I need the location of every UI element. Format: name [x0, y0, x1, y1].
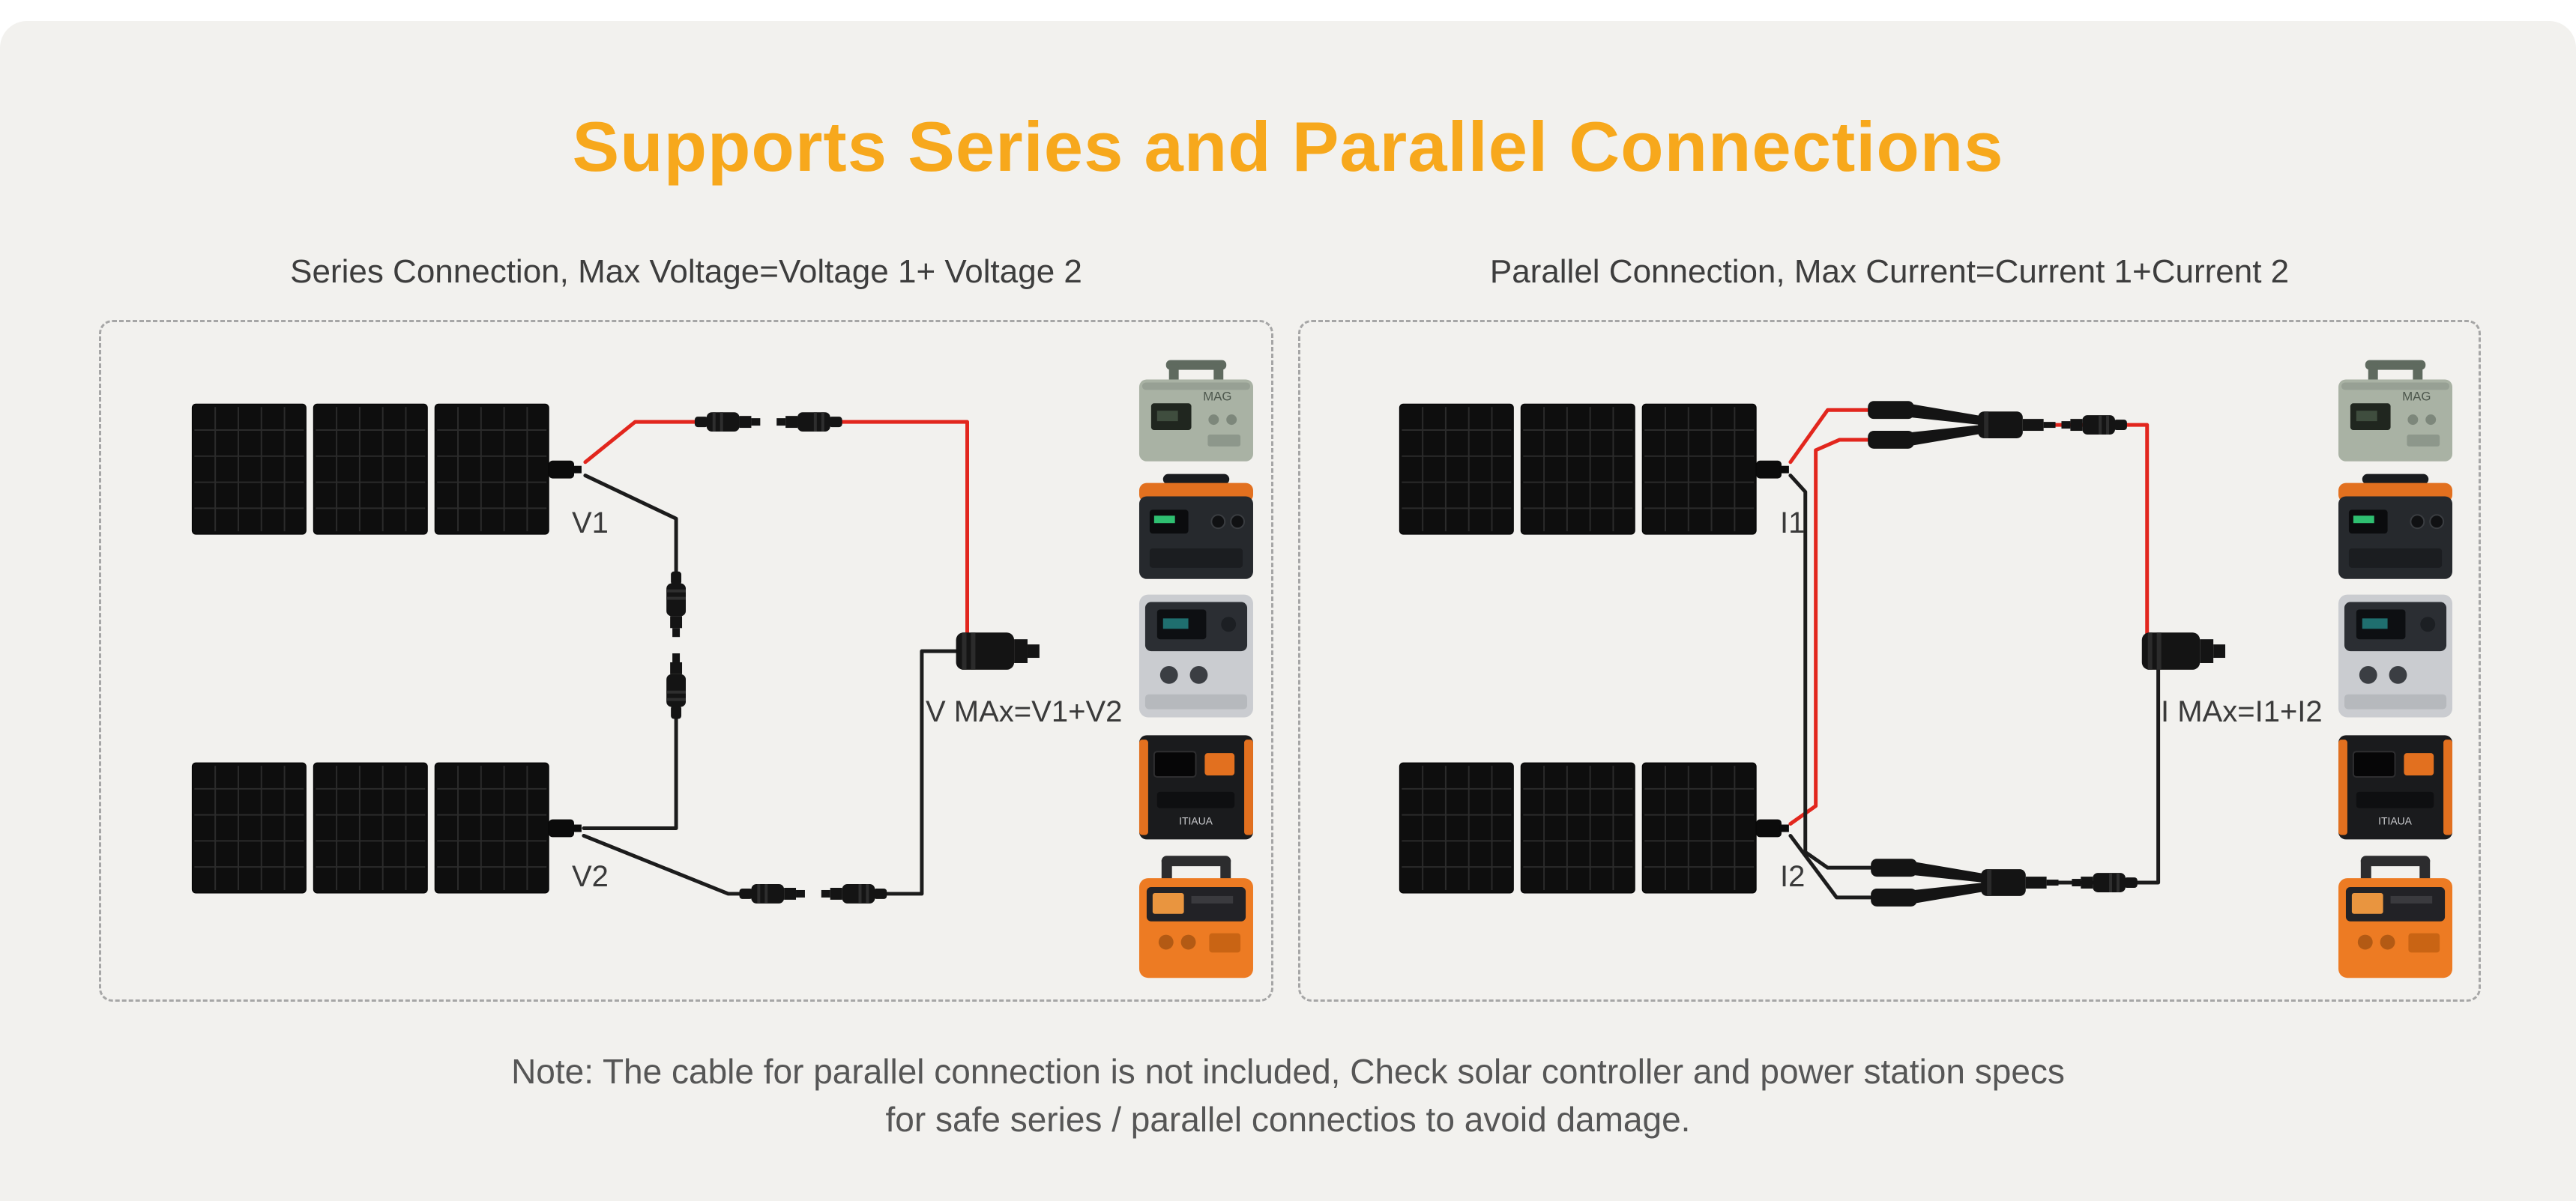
series-black-wire: [582, 474, 969, 896]
page-title: Supports Series and Parallel Connections: [572, 107, 2004, 186]
series-caption: Series Connection, Max Voltage=Voltage 1…: [290, 253, 1082, 290]
mc4-connector-icon: [666, 571, 687, 638]
mc4-connector-icon: [821, 884, 887, 904]
series-panel2-label: V2: [572, 860, 609, 893]
solar-panel-i2-graphic: [1399, 762, 1790, 894]
series-diagram: [191, 359, 1254, 979]
series-diagram-panel: V1 V2 V MAx=V1+V2: [99, 320, 1273, 1002]
parallel-output-label: I MAx=I1+I2: [2161, 695, 2323, 728]
mc4-connector-icon: [739, 884, 805, 904]
footnote-line-1: Note: The cable for parallel connection …: [511, 1052, 2065, 1091]
mc4-connector-icon: [2061, 415, 2127, 435]
footnote-line-2: for safe series / parallel connectios to…: [885, 1100, 1691, 1139]
mc4-connector-icon: [694, 412, 761, 432]
solar-panel-v2-graphic: [191, 762, 582, 894]
parallel-panel1-label: I1: [1780, 506, 1806, 539]
parallel-red-wire: [1788, 408, 2150, 826]
parallel-diagram-panel: I1 I2 I MAx=I1+I2: [1298, 320, 2481, 1002]
mc4-connector-icon: [2072, 873, 2138, 892]
solar-panel-v1-graphic: [191, 403, 582, 536]
series-red-wire: [583, 420, 969, 647]
parallel-diagram: [1399, 359, 2454, 979]
series-panel1-label: V1: [572, 506, 609, 539]
mc4-connector-icon: [776, 412, 842, 432]
series-output-connector: [956, 632, 1040, 670]
power-stations-column: [2338, 359, 2454, 979]
parallel-panel2-label: I2: [1780, 860, 1806, 893]
parallel-output-connector: [2141, 632, 2226, 670]
parallel-black-wire: [1788, 474, 2161, 900]
solar-panel-i1-graphic: [1399, 403, 1790, 536]
series-output-label: V MAx=V1+V2: [926, 695, 1123, 728]
mc4-connector-icon: [666, 653, 687, 719]
power-stations-column: [1138, 359, 1254, 979]
footnote: Note: The cable for parallel connection …: [0, 1047, 2576, 1143]
parallel-caption: Parallel Connection, Max Current=Current…: [1489, 253, 2290, 290]
y-branch-cable-icon: [1868, 401, 2056, 449]
y-branch-cable-icon: [1871, 859, 2059, 907]
